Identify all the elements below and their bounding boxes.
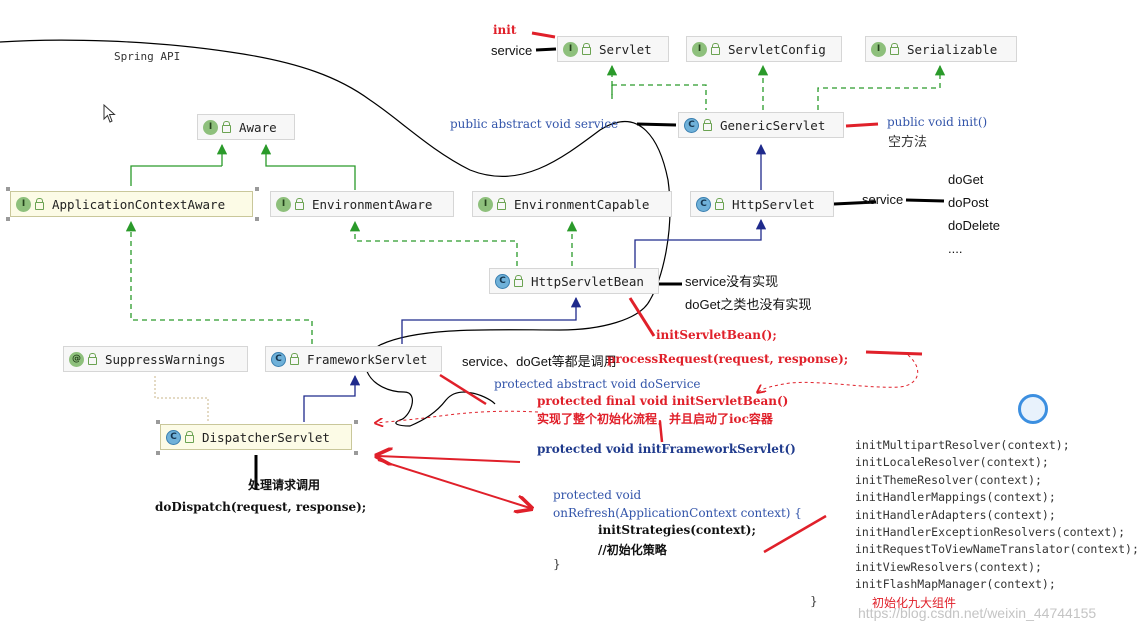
interface-icon: I bbox=[871, 41, 886, 57]
class-icon: C bbox=[495, 273, 510, 289]
node-label: HttpServletBean bbox=[531, 273, 644, 289]
mouse-cursor-icon bbox=[103, 104, 116, 123]
lock-icon bbox=[35, 198, 44, 210]
floating-circle-icon[interactable] bbox=[1018, 394, 1048, 424]
interface-icon: I bbox=[276, 196, 291, 212]
node-label: ServletConfig bbox=[728, 41, 826, 57]
protected-abstract-doservice: protected abstract void doService bbox=[494, 377, 701, 391]
init-nine-note: 初始化九大组件 bbox=[872, 596, 957, 610]
httpservlet-service-note: service bbox=[862, 192, 904, 207]
init-method-item: initHandlerMappings(context); bbox=[855, 490, 1056, 505]
service-not-impl-note: service没有实现 bbox=[685, 274, 779, 289]
node-servletconfig[interactable]: I ServletConfig bbox=[686, 36, 842, 62]
lock-icon bbox=[703, 119, 712, 131]
class-icon: C bbox=[696, 196, 711, 212]
node-serializable[interactable]: I Serializable bbox=[865, 36, 1017, 62]
annotation-icon: @ bbox=[69, 351, 84, 367]
lock-icon bbox=[185, 431, 194, 443]
init-method-item: initHandlerExceptionResolvers(context); bbox=[855, 524, 1126, 539]
service-note: service bbox=[491, 43, 533, 58]
lock-icon bbox=[295, 198, 304, 210]
watermark: https://blog.csdn.net/weixin_44744155 bbox=[858, 605, 1097, 621]
node-aware[interactable]: I Aware bbox=[197, 114, 295, 140]
dopost-note: doPost bbox=[948, 195, 989, 210]
interface-icon: I bbox=[563, 41, 578, 57]
lock-icon bbox=[582, 43, 591, 55]
node-label: ApplicationContextAware bbox=[52, 196, 226, 212]
process-request-call: processRequest(request, response); bbox=[607, 352, 849, 366]
init-method-item: initHandlerAdapters(context); bbox=[855, 507, 1056, 522]
node-servlet[interactable]: I Servlet bbox=[557, 36, 669, 62]
service-doget-calls-note: service、doGet等都是调用 bbox=[462, 354, 617, 369]
node-frameworkservlet[interactable]: C FrameworkServlet bbox=[265, 346, 442, 372]
interface-icon: I bbox=[478, 196, 493, 212]
node-label: EnvironmentAware bbox=[312, 196, 433, 212]
node-label: EnvironmentCapable bbox=[514, 196, 650, 212]
lock-icon bbox=[222, 121, 231, 133]
interface-icon: I bbox=[16, 196, 31, 212]
node-httpservlet[interactable]: C HttpServlet bbox=[690, 191, 834, 217]
lock-icon bbox=[715, 198, 724, 210]
node-environmentaware[interactable]: I EnvironmentAware bbox=[270, 191, 454, 217]
close-brace-2: } bbox=[810, 594, 818, 608]
lock-icon bbox=[88, 353, 97, 365]
node-environmentcapable[interactable]: I EnvironmentCapable bbox=[472, 191, 672, 217]
init-method-item: initViewResolvers(context); bbox=[855, 559, 1042, 574]
class-icon: C bbox=[684, 117, 699, 133]
doget-not-impl-note: doGet之类也没有实现 bbox=[685, 297, 812, 312]
empty-method-note: 空方法 bbox=[888, 134, 928, 149]
init-method-item: initFlashMapManager(context); bbox=[855, 577, 1056, 592]
public-abstract-service-note: public abstract void service bbox=[450, 117, 619, 131]
protected-void-label: protected void bbox=[553, 488, 642, 502]
init-method-item: initThemeResolver(context); bbox=[855, 472, 1042, 487]
node-httpservletbean[interactable]: C HttpServletBean bbox=[489, 268, 659, 294]
lock-icon bbox=[890, 43, 899, 55]
init-servlet-bean-call: initServletBean(); bbox=[656, 328, 777, 342]
lock-icon bbox=[497, 198, 506, 210]
spring-api-label: Spring API bbox=[114, 50, 181, 63]
init-strategy-comment: //初始化策略 bbox=[598, 543, 667, 557]
node-label: DispatcherServlet bbox=[202, 429, 330, 445]
node-label: SuppressWarnings bbox=[105, 351, 226, 367]
node-label: Serializable bbox=[907, 41, 998, 57]
node-suppresswarnings[interactable]: @ SuppressWarnings bbox=[63, 346, 248, 372]
on-refresh-signature: onRefresh(ApplicationContext context) { bbox=[553, 506, 802, 520]
init-flow-note: 实现了整个初始化流程，并且启动了ioc容器 bbox=[537, 412, 773, 426]
node-label: GenericServlet bbox=[720, 117, 826, 133]
node-label: FrameworkServlet bbox=[307, 351, 428, 367]
lock-icon bbox=[514, 275, 523, 287]
node-label: Aware bbox=[239, 119, 277, 135]
lock-icon bbox=[711, 43, 720, 55]
protected-initframeworkservlet: protected void initFrameworkServlet() bbox=[537, 442, 796, 456]
init-method-item: initMultipartResolver(context); bbox=[855, 438, 1070, 452]
handle-request-note: 处理请求调用 bbox=[248, 478, 321, 492]
class-icon: C bbox=[271, 351, 286, 367]
init-note: init bbox=[493, 23, 517, 37]
close-brace: } bbox=[553, 557, 561, 571]
init-method-item: initLocaleResolver(context); bbox=[855, 455, 1049, 470]
init-methods-list: initMultipartResolver(context); initLoca… bbox=[855, 438, 1139, 595]
lock-icon bbox=[290, 353, 299, 365]
node-genericservlet[interactable]: C GenericServlet bbox=[678, 112, 844, 138]
interface-icon: I bbox=[203, 119, 218, 135]
class-icon: C bbox=[166, 429, 181, 445]
node-applicationcontextaware[interactable]: I ApplicationContextAware bbox=[10, 191, 253, 217]
node-label: Servlet bbox=[599, 41, 652, 57]
node-label: HttpServlet bbox=[732, 196, 815, 212]
dodelete-note: doDelete bbox=[948, 218, 1001, 233]
public-void-init-note: public void init() bbox=[887, 115, 988, 129]
protected-final-initservletbean: protected final void initServletBean() bbox=[537, 394, 789, 408]
node-dispatcherservlet[interactable]: C DispatcherServlet bbox=[160, 424, 352, 450]
interface-icon: I bbox=[692, 41, 707, 57]
init-strategies-call: initStrategies(context); bbox=[598, 523, 756, 537]
doget-note: doGet bbox=[948, 172, 984, 187]
init-method-item: initRequestToViewNameTranslator(context)… bbox=[855, 542, 1139, 557]
ellipsis-note: .... bbox=[948, 241, 963, 256]
do-dispatch-call: doDispatch(request, response); bbox=[155, 500, 367, 514]
